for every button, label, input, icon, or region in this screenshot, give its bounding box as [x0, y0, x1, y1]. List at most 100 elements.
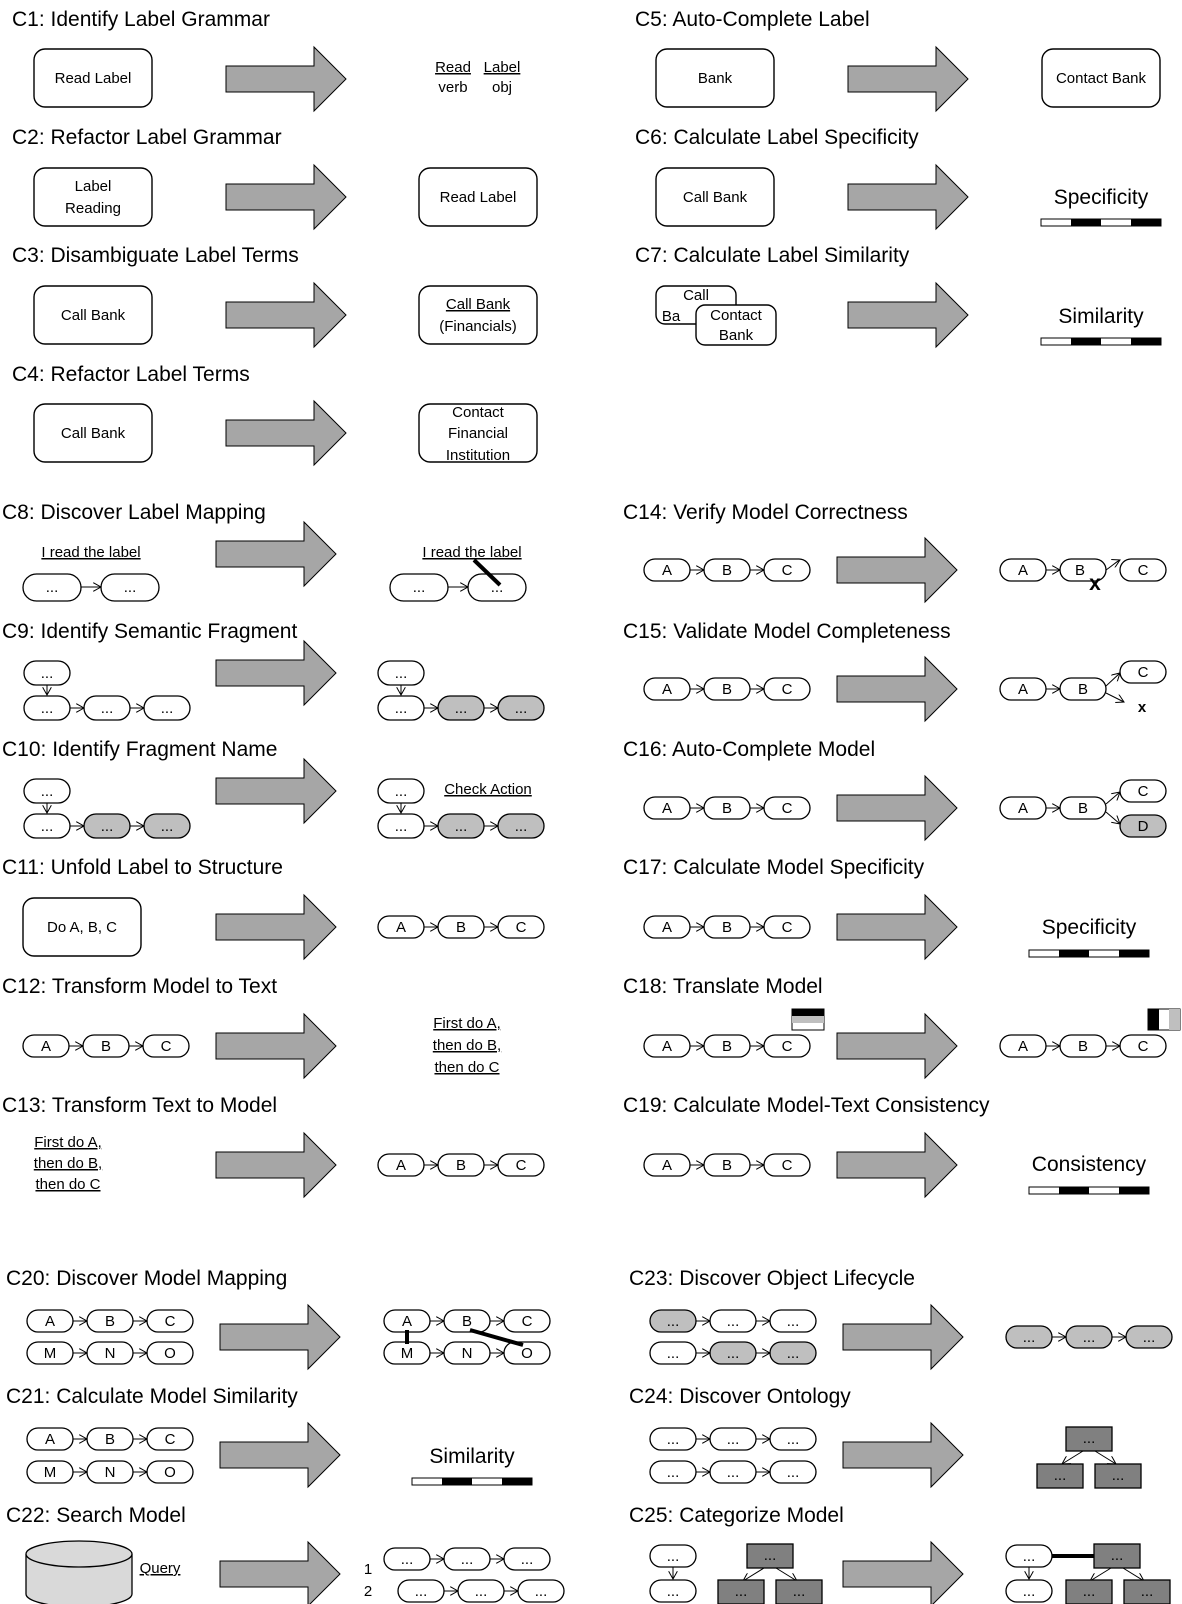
- node-label: ...: [161, 818, 174, 835]
- node-label: C: [782, 800, 793, 817]
- node-label: B: [722, 562, 732, 579]
- process-node: [763, 1153, 811, 1177]
- database-icon: [25, 1540, 133, 1604]
- node-label: ...: [735, 1583, 748, 1600]
- panel-title: C4: Refactor Label Terms: [12, 363, 250, 386]
- model-input: A B C: [643, 558, 811, 582]
- transform-arrow: [225, 281, 347, 349]
- process-node: [1059, 796, 1107, 820]
- node-label: B: [456, 919, 466, 936]
- node-label: A: [1018, 800, 1028, 817]
- model-output: A B C x: [999, 660, 1167, 716]
- panel-c8: C8: Discover Label Mapping I read the la…: [2, 501, 527, 602]
- transform-arrow: [842, 1303, 964, 1371]
- panel-title: C1: Identify Label Grammar: [12, 8, 270, 31]
- model-input: ... ... ... ... ... ...: [649, 1309, 817, 1365]
- concept-box: [717, 1579, 765, 1604]
- process-node: [769, 1427, 817, 1451]
- concept-box: [1065, 1579, 1113, 1604]
- node-label: ...: [1141, 1583, 1154, 1600]
- node-label: A: [662, 562, 672, 579]
- process-node: [1119, 1034, 1167, 1058]
- model-input: A B C M N O: [26, 1309, 194, 1365]
- node-label: C: [1138, 1038, 1149, 1055]
- panel-title: C14: Verify Model Correctness: [623, 501, 908, 524]
- node-label: C: [1138, 783, 1149, 800]
- model-output: A B C M N O: [383, 1309, 551, 1365]
- panel-title: C3: Disambiguate Label Terms: [12, 244, 299, 267]
- process-node: [763, 915, 811, 939]
- missing-mark: x: [1138, 699, 1147, 716]
- node-label: ...: [161, 700, 174, 717]
- node-label: ...: [395, 700, 408, 717]
- model-output: ... ... ...: [1005, 1325, 1173, 1349]
- node-label: B: [722, 800, 732, 817]
- node-label: A: [1018, 681, 1028, 698]
- panel-title: C6: Calculate Label Specificity: [635, 126, 919, 149]
- node-label: B: [1078, 800, 1088, 817]
- text-line-3: then do C: [434, 1059, 499, 1076]
- label-text-line2: Bank: [719, 327, 754, 344]
- transform-arrow: [836, 536, 958, 604]
- node-label: A: [41, 1038, 51, 1055]
- node-label: ...: [727, 1464, 740, 1481]
- node-label: ...: [475, 1583, 488, 1600]
- label-box-front: [695, 304, 777, 346]
- added-node: [1119, 814, 1167, 838]
- panel-title: C20: Discover Model Mapping: [6, 1267, 287, 1290]
- node-label: C: [516, 1157, 527, 1174]
- grammar-tag-verb: verb: [438, 79, 467, 96]
- model-output: A B C: [999, 1008, 1181, 1058]
- mapping-line: [472, 558, 502, 587]
- scale-bar: [1028, 949, 1150, 958]
- fragment-node: [143, 813, 191, 839]
- model-input: ... ... ... ...: [23, 778, 191, 839]
- transform-arrow: [842, 1421, 964, 1489]
- search-results: 1 2 ... ... ... ... ... ...: [364, 1547, 565, 1603]
- panel-c4: C4: Refactor Label Terms Call Bank Conta…: [12, 363, 538, 467]
- node-label: A: [402, 1313, 412, 1330]
- flow-arrow: [1105, 692, 1124, 702]
- panel-title: C10: Identify Fragment Name: [2, 738, 277, 761]
- node-label: A: [662, 1157, 672, 1174]
- process-node: [1119, 660, 1167, 684]
- flow-arrow: [1105, 673, 1120, 687]
- label-text-line2: Financial: [448, 425, 508, 442]
- node-label: ...: [395, 665, 408, 682]
- grammar-word-object: Label: [484, 59, 521, 76]
- node-label: ...: [1083, 1430, 1096, 1447]
- node-label: ...: [667, 1464, 680, 1481]
- node-label: ...: [1083, 1583, 1096, 1600]
- node-label: B: [105, 1431, 115, 1448]
- panel-c25: C25: Categorize Model ... ... ... ... ..…: [629, 1504, 1171, 1604]
- model-output: ... ...: [389, 558, 527, 602]
- hierarchy-arrow: [1122, 1567, 1144, 1581]
- transform-arrow: [215, 757, 337, 825]
- model-input: A B C: [643, 796, 811, 820]
- model-output: ... ... ... ... Check Action: [377, 778, 545, 839]
- node-label: C: [522, 1313, 533, 1330]
- node-label: ...: [413, 579, 426, 596]
- transform-arrow: [842, 1540, 964, 1604]
- label-box: [33, 403, 153, 463]
- node-label: A: [396, 919, 406, 936]
- hierarchy-arrow: [775, 1567, 797, 1581]
- error-mark: x: [1089, 572, 1101, 595]
- node-label: ...: [395, 783, 408, 800]
- node-label: C: [516, 919, 527, 936]
- panel-title: C19: Calculate Model-Text Consistency: [623, 1094, 990, 1117]
- sentence-text: I read the label: [422, 544, 521, 561]
- node-label: C: [165, 1431, 176, 1448]
- node-label: O: [521, 1345, 533, 1362]
- panel-c17: C17: Calculate Model Specificity A B C S…: [623, 856, 1150, 961]
- text-line-2: then do B,: [34, 1155, 102, 1172]
- transform-arrow: [215, 1131, 337, 1199]
- process-node: [503, 1309, 551, 1333]
- label-text: Do A, B, C: [47, 919, 117, 936]
- process-node: [143, 695, 191, 721]
- node-label: B: [105, 1313, 115, 1330]
- label-text-line2: Ba: [662, 308, 681, 325]
- node-label: ...: [521, 1551, 534, 1568]
- node-label: ...: [41, 783, 54, 800]
- node-label: ...: [1111, 1547, 1124, 1564]
